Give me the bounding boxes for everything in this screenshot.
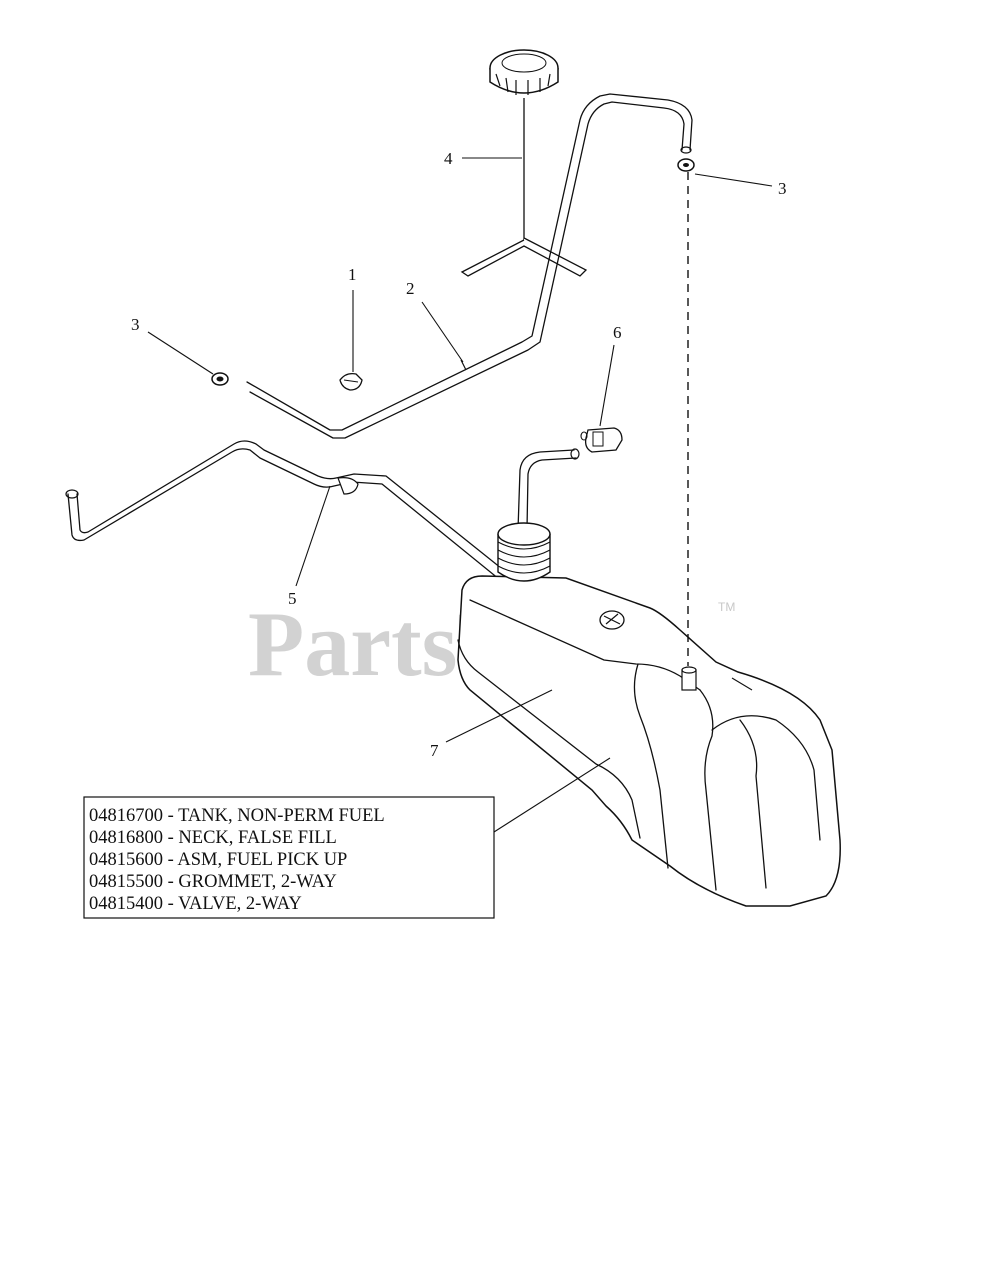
fuel-cap-part xyxy=(460,49,588,277)
grommet-right-part xyxy=(677,158,695,172)
legend-line-neck: 04816800 - NECK, FALSE FILL xyxy=(89,828,337,848)
callout-6: 6 xyxy=(613,323,622,342)
callout-2: 2 xyxy=(406,279,415,298)
callout-3-left: 3 xyxy=(131,315,140,334)
legend-line-grommet: 04815500 - GROMMET, 2-WAY xyxy=(89,872,337,892)
vent-hose-upper-part xyxy=(246,93,693,439)
fuel-tank-part xyxy=(457,575,841,907)
legend-line-pickup: 04815600 - ASM, FUEL PICK UP xyxy=(89,850,347,870)
valve-part xyxy=(580,427,623,453)
legend-line-tank: 04816700 - TANK, NON-PERM FUEL xyxy=(89,806,385,826)
clamp-part xyxy=(339,372,363,391)
callout-1: 1 xyxy=(348,265,357,284)
callout-4: 4 xyxy=(444,149,453,168)
callout-3-right: 3 xyxy=(778,179,787,198)
callout-5: 5 xyxy=(288,589,297,608)
legend-box xyxy=(83,796,495,919)
callout-7: 7 xyxy=(430,741,439,760)
leader-lines xyxy=(147,157,773,833)
false-fill-neck-part xyxy=(497,522,551,582)
grommet-left-part xyxy=(211,372,229,386)
legend-line-valve: 04815400 - VALVE, 2-WAY xyxy=(89,894,302,914)
parts-legend: 04816700 - TANK, NON-PERM FUEL 04816800 … xyxy=(83,796,495,919)
fuel-line-lower-part xyxy=(65,440,580,591)
watermark-tm: TM xyxy=(718,600,735,614)
